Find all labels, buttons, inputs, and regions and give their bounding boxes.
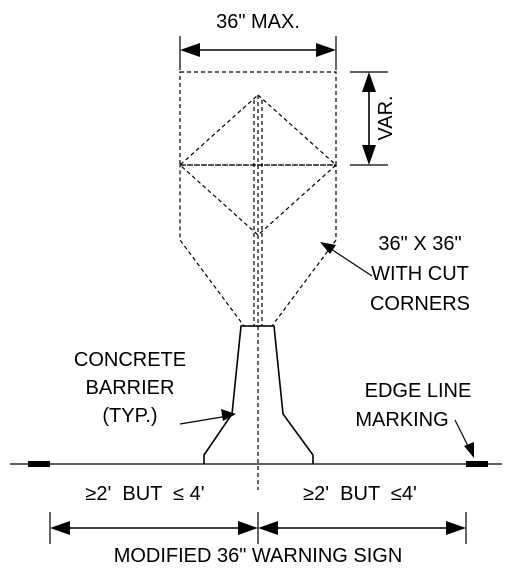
sign-size-line2: WITH CUT — [371, 263, 469, 285]
barrier-callout: CONCRETE BARRIER (TYP.) — [74, 349, 236, 427]
down-arrowhead — [362, 145, 376, 165]
var-label: VAR. — [375, 95, 397, 140]
max-width-dimension: 36" MAX. — [179, 11, 337, 70]
sign-size-callout: 36" X 36" WITH CUT CORNERS — [320, 233, 470, 315]
offset-dimension — [49, 512, 467, 544]
barrier-line2: BARRIER — [86, 377, 175, 399]
sign-size-line3: CORNERS — [370, 293, 470, 315]
edge-line-leader-arrowhead — [464, 442, 474, 458]
diagram-caption: MODIFIED 36" WARNING SIGN — [114, 545, 403, 567]
right-edge-line-marking — [466, 461, 488, 467]
barrier-line1: CONCRETE — [74, 349, 186, 371]
bottom-arrowhead-4 — [446, 521, 466, 535]
edge-line-line1: EDGE LINE — [365, 380, 472, 402]
up-arrowhead — [362, 72, 376, 92]
var-dimension: VAR. — [350, 71, 397, 166]
max-width-label: 36" MAX. — [216, 11, 300, 33]
edge-line-line2: MARKING — [355, 409, 448, 431]
bottom-arrowhead-2 — [238, 521, 258, 535]
supplemental-sign-panel — [179, 71, 337, 166]
barrier-leader-arrowhead — [221, 409, 236, 421]
left-offset-label: ≥2' BUT ≤ 4' — [85, 483, 204, 505]
left-edge-line-marking — [28, 461, 50, 467]
barrier-line3: (TYP.) — [102, 405, 157, 427]
sign-size-line1: 36" X 36" — [378, 233, 461, 255]
right-arrowhead — [316, 43, 336, 57]
concrete-barrier-outline — [203, 325, 314, 464]
edge-line-callout: EDGE LINE MARKING — [355, 380, 474, 458]
sign-size-leader-arrowhead — [320, 242, 336, 254]
right-offset-label: ≥2' BUT ≤4' — [303, 483, 417, 505]
left-arrowhead — [180, 43, 200, 57]
bottom-arrowhead-3 — [258, 521, 278, 535]
bottom-arrowhead-1 — [50, 521, 70, 535]
